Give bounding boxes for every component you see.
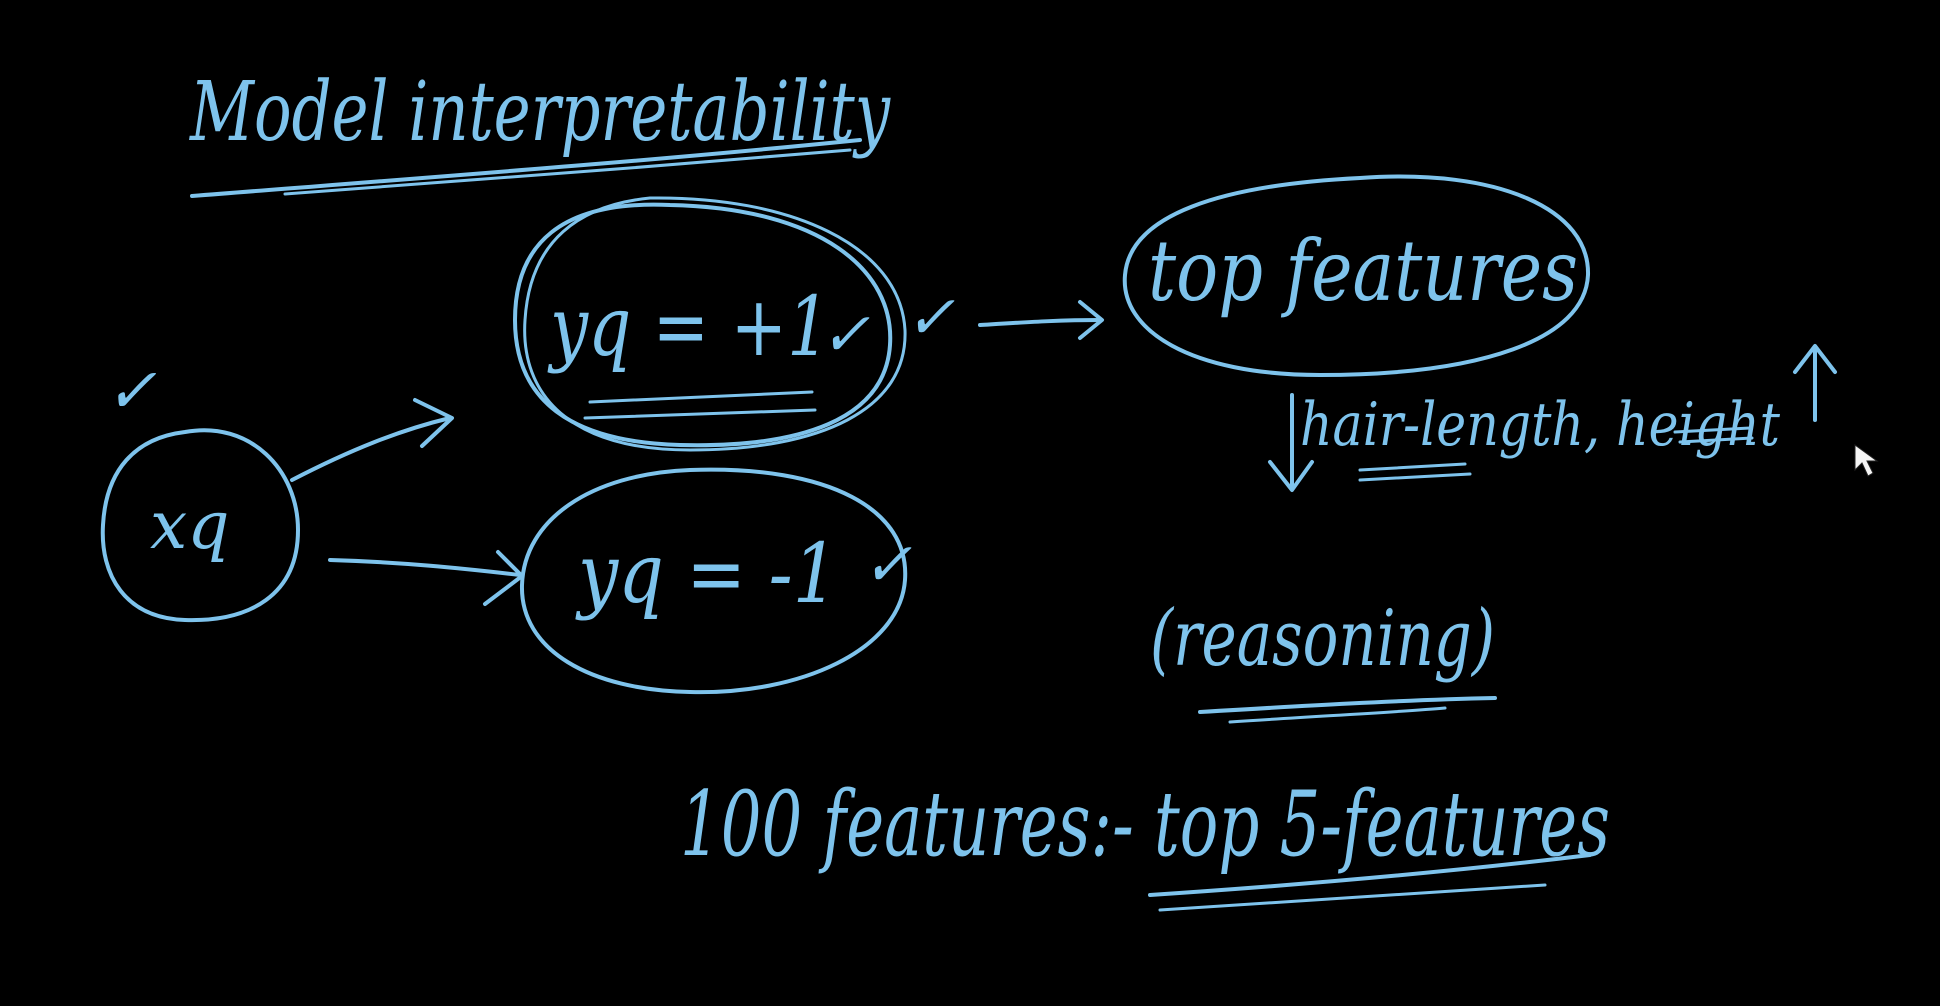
feature-examples: hair-length, height bbox=[1268, 344, 1837, 492]
check-mark-yq-negative: ✓ bbox=[862, 530, 912, 600]
node-yq-positive-underline-2 bbox=[583, 408, 817, 420]
reasoning-underline bbox=[1198, 696, 1497, 714]
node-top-features-ellipse bbox=[1122, 174, 1591, 377]
arrow-xq-to-yq-pos bbox=[290, 398, 454, 482]
title-text: Model interpretability bbox=[188, 65, 891, 160]
arrow-up-head bbox=[1793, 344, 1837, 374]
node-top-features: top features bbox=[1122, 174, 1591, 377]
node-yq-positive: yq = +1 bbox=[513, 196, 907, 452]
node-yq-positive-ellipse bbox=[513, 202, 893, 448]
feature-reduction-underline-2 bbox=[1158, 883, 1547, 912]
node-yq-positive-underline bbox=[588, 390, 814, 404]
feature-reduction-label: 100 features:- top 5-features bbox=[680, 772, 1610, 877]
node-xq: xq bbox=[100, 428, 300, 623]
title-underline-2 bbox=[283, 148, 852, 196]
reasoning-label: (reasoning) bbox=[1150, 594, 1495, 684]
arrow-down-head bbox=[1268, 460, 1314, 492]
node-yq-negative-ellipse bbox=[519, 467, 908, 695]
arrow-yq-to-top-features bbox=[978, 300, 1104, 340]
node-yq-negative: yq = -1 bbox=[519, 467, 908, 695]
node-yq-positive-label: yq = +1 bbox=[547, 280, 830, 375]
arrow-xq-to-yq-neg bbox=[328, 550, 524, 606]
node-xq-label: xq bbox=[150, 487, 229, 564]
node-top-features-label: top features bbox=[1148, 222, 1578, 320]
node-yq-negative-label: yq = -1 bbox=[575, 527, 838, 622]
node-yq-positive-ellipse-2 bbox=[523, 196, 907, 452]
node-xq-circle bbox=[100, 428, 300, 623]
feature-examples-label: hair-length, height bbox=[1300, 390, 1781, 460]
feature-reduction: 100 features:- top 5-features bbox=[680, 772, 1610, 912]
feature-reduction-underline bbox=[1148, 853, 1592, 897]
check-mark-yq-positive: ✓ bbox=[905, 283, 955, 353]
reasoning-underline-2 bbox=[1228, 706, 1447, 724]
mouse-cursor-icon bbox=[1854, 444, 1879, 477]
title-underline bbox=[190, 138, 862, 198]
check-mark-yq-positive-inner: ✓ bbox=[820, 300, 870, 370]
reasoning: (reasoning) bbox=[1150, 594, 1497, 724]
check-mark-xq: ✓ bbox=[105, 354, 157, 427]
